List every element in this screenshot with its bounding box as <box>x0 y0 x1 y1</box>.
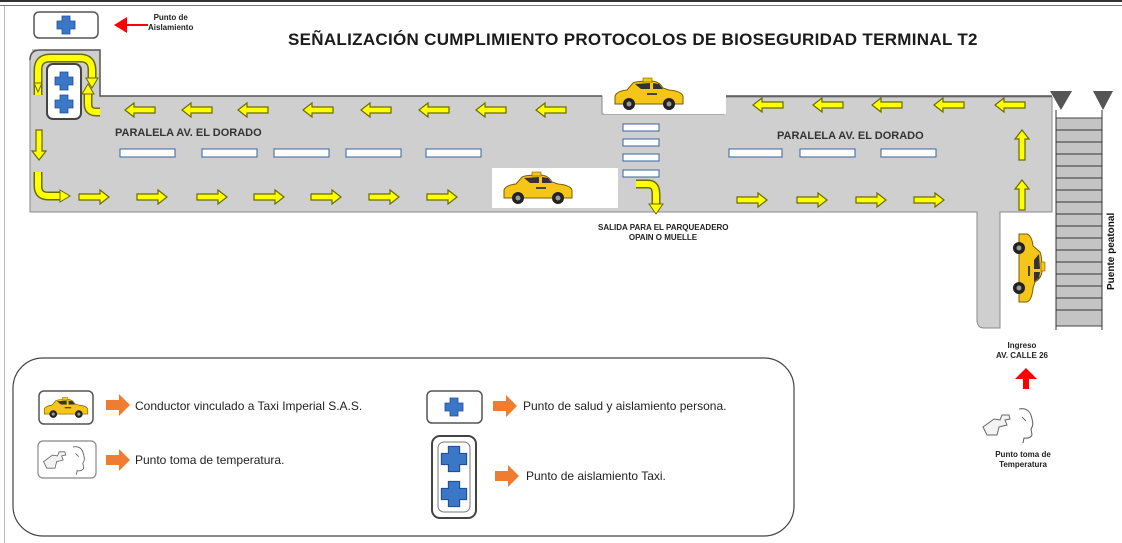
road-label-left: PARALELA AV. EL DORADO <box>115 127 262 139</box>
isolation-label-line2: Aislamiento <box>148 23 194 32</box>
legend-taxi-driver: Conductor vinculado a Taxi Imperial S.A.… <box>135 399 363 413</box>
exit-label: SALIDA PARA EL PARQUEADERO OPAIN O MUELL… <box>598 223 729 243</box>
entry-label-line1: Ingreso <box>1007 341 1037 350</box>
legend-health-point: Punto de salud y aislamiento persona. <box>523 399 727 413</box>
road-label-right: PARALELA AV. EL DORADO <box>777 130 924 142</box>
temperature-label-line1: Punto toma de <box>995 450 1051 459</box>
temperature-label-line2: Temperatura <box>999 460 1047 469</box>
exit-label-line1: SALIDA PARA EL PARQUEADERO <box>598 223 729 232</box>
legend-taxi-isolation: Punto de aislamiento Taxi. <box>526 469 666 483</box>
bridge-label: Puente peatonal <box>1106 212 1117 290</box>
top-border-thin <box>0 5 1122 6</box>
page-title: SEÑALIZACIÓN CUMPLIMIENTO PROTOCOLOS DE … <box>288 30 978 49</box>
entry-label-line2: AV. CALLE 26 <box>995 351 1048 360</box>
left-border <box>4 6 5 543</box>
temperature-point-label: Punto toma de Temperatura <box>978 450 1068 470</box>
entry-label: Ingreso AV. CALLE 26 <box>982 341 1062 361</box>
isolation-label-line1: Punto de <box>153 13 188 22</box>
top-border <box>0 0 1122 2</box>
isolation-label-top: Punto de Aislamiento <box>148 13 193 33</box>
exit-label-line2: OPAIN O MUELLE <box>628 233 698 242</box>
legend-temperature: Punto toma de temperatura. <box>135 453 285 467</box>
